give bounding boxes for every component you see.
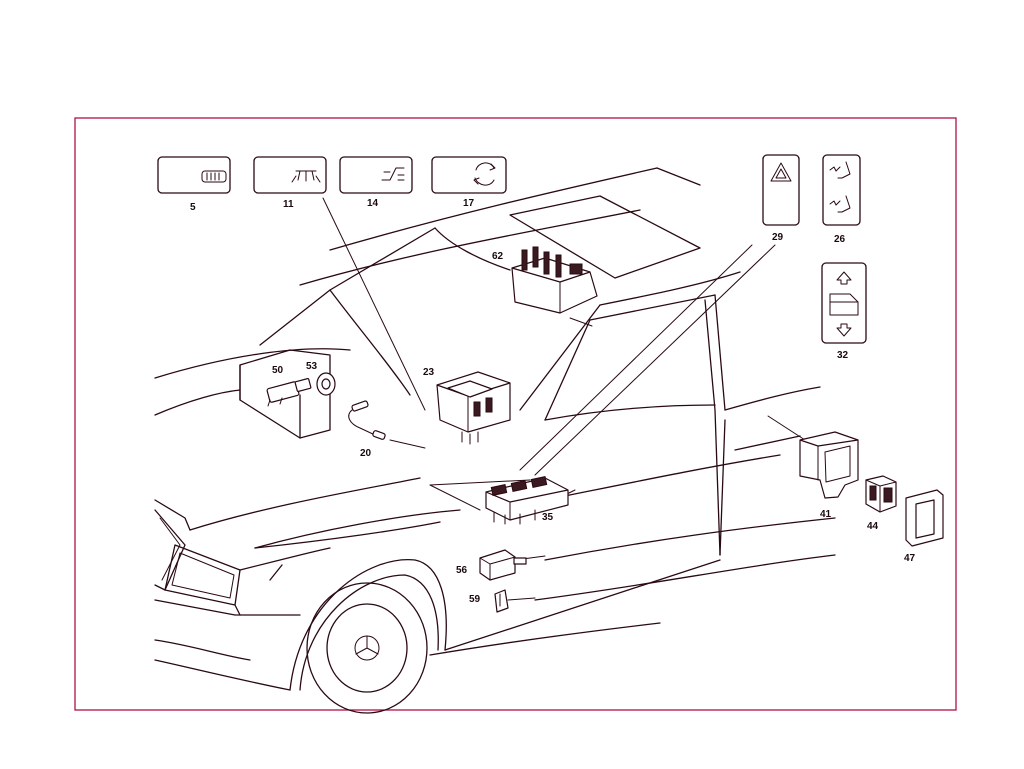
leader-lines — [322, 197, 806, 601]
switch-14-level-control[interactable] — [339, 156, 413, 194]
part-41-housing[interactable] — [799, 431, 859, 499]
part-44-switch[interactable] — [865, 475, 897, 513]
part-35-window-switch[interactable] — [485, 476, 569, 525]
switch-26-seat-heater[interactable] — [822, 154, 861, 226]
part-23-switch-block[interactable] — [436, 371, 511, 445]
part-47-trim-frame[interactable] — [905, 489, 944, 547]
label-35: 35 — [542, 512, 554, 523]
label-17: 17 — [463, 198, 475, 209]
hazard-warning-icon — [770, 162, 792, 182]
label-53: 53 — [306, 361, 318, 372]
label-32: 32 — [837, 350, 849, 361]
label-11: 11 — [283, 199, 294, 210]
label-59: 59 — [469, 594, 481, 605]
part-50-53-housing — [239, 349, 331, 439]
label-14: 14 — [367, 198, 379, 209]
car-body-outline — [154, 167, 836, 714]
label-56: 56 — [456, 565, 468, 576]
switch-5-rear-window-heater[interactable] — [157, 156, 231, 194]
part-56-switch[interactable] — [479, 549, 527, 581]
recirculation-icon — [473, 162, 496, 186]
part-50-sensor[interactable] — [266, 377, 312, 407]
label-44: 44 — [867, 521, 879, 532]
level-control-icon — [381, 167, 405, 181]
label-29: 29 — [772, 232, 784, 243]
callout-labels: 5 11 14 17 29 26 32 62 50 53 23 20 35 41… — [190, 198, 916, 605]
part-20-temperature-probe[interactable] — [348, 400, 386, 440]
window-up-down-icon — [829, 271, 859, 337]
switch-32-window-up-down[interactable] — [821, 262, 867, 344]
label-41: 41 — [820, 509, 832, 520]
label-62: 62 — [492, 251, 504, 262]
interior-light-icon — [291, 170, 321, 183]
label-5: 5 — [190, 202, 196, 213]
switch-11-interior-light[interactable] — [253, 156, 327, 194]
label-20: 20 — [360, 448, 372, 459]
part-59-clip[interactable] — [494, 589, 509, 613]
label-47: 47 — [904, 553, 916, 564]
label-50: 50 — [272, 365, 284, 376]
switch-29-hazard[interactable] — [762, 154, 800, 226]
switch-17-recirculation[interactable] — [431, 156, 507, 194]
part-62-control-unit[interactable] — [511, 246, 598, 314]
diagram-frame — [74, 117, 957, 711]
seat-heater-icon — [829, 161, 851, 213]
label-26: 26 — [834, 234, 846, 245]
part-53-ring[interactable] — [316, 372, 336, 396]
rear-window-heater-icon — [201, 170, 227, 183]
label-23: 23 — [423, 367, 435, 378]
